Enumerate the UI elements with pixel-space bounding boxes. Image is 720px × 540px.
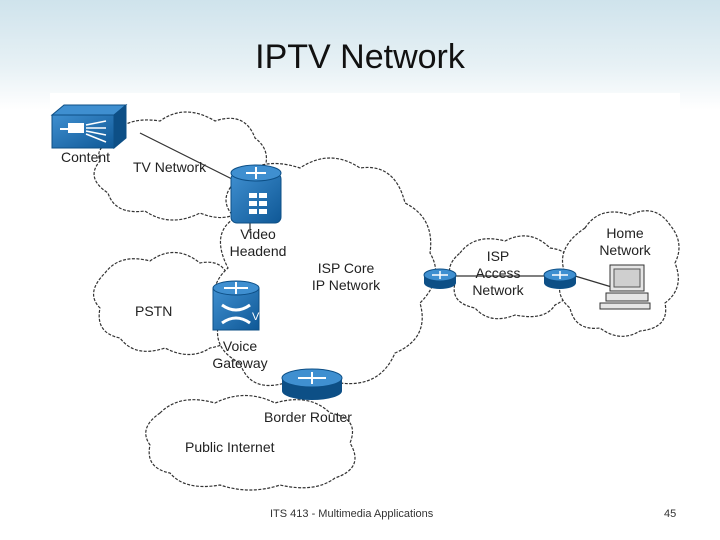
isp-access-line3: Network [472,282,524,298]
isp-core-line2: IP Network [311,277,381,293]
access-router-right-icon [543,268,577,289]
video-headend-line2: Headend [229,243,287,259]
content-server-icon [50,103,128,150]
pstn-cloud [93,251,242,356]
video-headend-icon [230,164,282,224]
voice-gateway-line1: Voice [222,338,258,354]
home-network-line1: Home [606,225,644,241]
isp-access-line1: ISP [486,248,510,264]
public-internet-label: Public Internet [185,439,275,455]
voice-gateway-label: Voice Gateway [200,338,280,372]
isp-access-line2: Access [475,265,521,281]
tv-network-label: TV Network [133,159,207,175]
home-network-line2: Network [599,242,651,258]
content-label: Content [61,149,111,165]
svg-text:V: V [252,311,260,323]
footer-course-title: ITS 413 - Multimedia Applications [270,508,434,520]
network-diagram: V Content TV N [50,93,680,498]
home-pc-icon [599,264,651,310]
video-headend-label: Video Headend [220,226,296,260]
isp-access-label: ISP Access Network [460,248,536,299]
isp-access-cloud [449,235,574,320]
voice-gateway-icon: V [212,280,260,331]
isp-core-label: ISP Core IP Network [300,260,392,294]
slide-page-number: 45 [664,508,677,520]
border-router-icon [281,368,343,400]
voice-gateway-line2: Gateway [212,355,268,371]
video-headend-line1: Video [240,226,276,242]
page-title: IPTV Network [255,38,465,76]
diagram-canvas: V [50,103,680,491]
home-network-label: Home Network [587,225,663,259]
pstn-label: PSTN [135,303,173,319]
public-internet-cloud [145,394,356,491]
isp-core-line1: ISP Core [317,260,375,276]
border-router-label: Border Router [264,409,352,425]
access-router-left-icon [423,268,457,289]
title-band [0,0,720,110]
